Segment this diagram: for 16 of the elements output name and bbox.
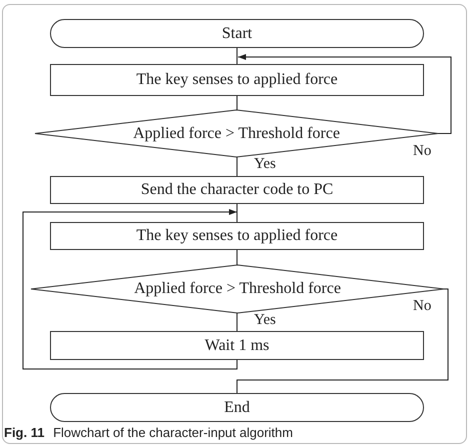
terminal-pill: End: [50, 393, 424, 422]
terminal-pill: Start: [50, 19, 424, 48]
connector-line: [236, 312, 238, 332]
process-box: Wait 1 ms: [50, 331, 424, 360]
connector-line: [236, 288, 448, 394]
arrow: [22, 209, 238, 370]
arrow: [238, 54, 452, 134]
process-box: Send the character code to PC: [50, 176, 424, 204]
figure-caption: Fig. 11 Flowchart of the character-input algorithm: [4, 425, 293, 441]
connector-line: [236, 204, 238, 222]
connector-line: [236, 250, 238, 266]
process-box: The key senses to applied force: [50, 64, 424, 96]
connector-line: [236, 96, 238, 110]
connector-line: [236, 48, 238, 64]
connector-line: [236, 156, 238, 176]
process-box: The key senses to applied force: [50, 222, 424, 250]
